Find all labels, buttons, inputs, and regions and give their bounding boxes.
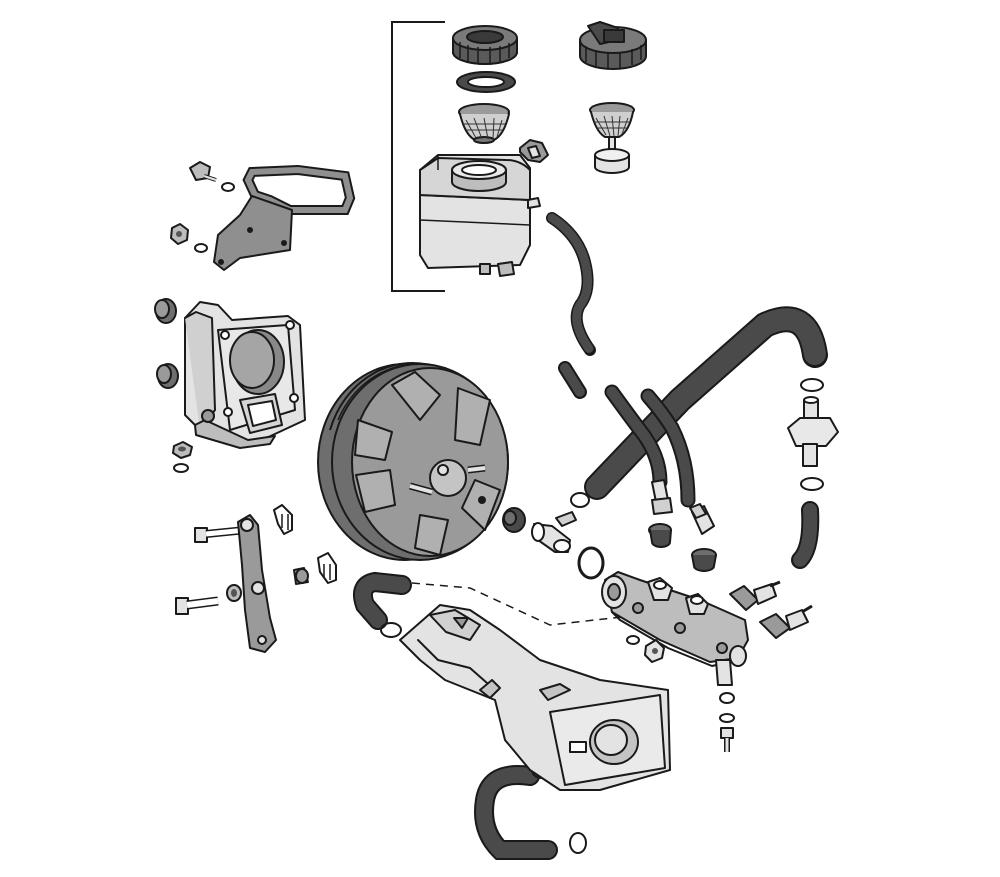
mounting-bracket-group [170,161,356,271]
cylinder-seal-ring [577,546,605,580]
mounting-bracket [213,164,356,271]
outlet-fasteners [719,692,735,752]
booster-support-bracket [184,301,306,449]
pressure-switch [759,604,813,639]
pressure-switch [729,580,781,611]
assembly-dashed-lines [411,582,641,626]
lever-bolt [175,596,219,615]
lever-bushing [293,567,309,585]
rubber-plug [156,363,179,389]
fluid-reservoir [419,154,541,277]
brake-booster [317,361,509,561]
pedal-lever [237,514,277,653]
bottom-cover [399,604,671,791]
grommet [691,548,717,572]
bracket-washer [221,182,235,192]
grommet [648,523,672,548]
bracket-bolt [189,161,217,182]
reservoir-clip [519,139,549,163]
master-cylinder-nut [644,639,665,663]
bracket-lock-washer [194,243,208,253]
master-cylinder-washer [626,635,640,645]
bracket-nut [172,441,193,459]
pedal-lever-group [175,504,337,653]
reservoir-strainer [458,103,510,144]
check-valve-elbow [502,507,577,553]
tee-fitting [787,396,839,467]
lever-clip [273,504,293,535]
check-valve [651,479,673,515]
reservoir-cap[interactable] [452,25,518,65]
master-cylinder [601,571,749,686]
check-valve [689,503,715,535]
lever-bushing [226,584,242,602]
bracket-nut [170,223,189,245]
reservoir-group-bracket [391,21,445,292]
elbow-grommet [502,507,526,533]
rubber-plug [154,298,177,324]
cap-seal [456,71,516,93]
booster-support-bracket-group [154,298,306,473]
lever-clip [317,552,337,584]
strainer-with-float [589,102,635,174]
reservoir-cap-with-sensor[interactable] [579,21,647,70]
master-cylinder-group [577,546,749,686]
reservoir-group [391,21,647,292]
vacuum-hoses [353,212,828,860]
bracket-washer [173,463,189,473]
